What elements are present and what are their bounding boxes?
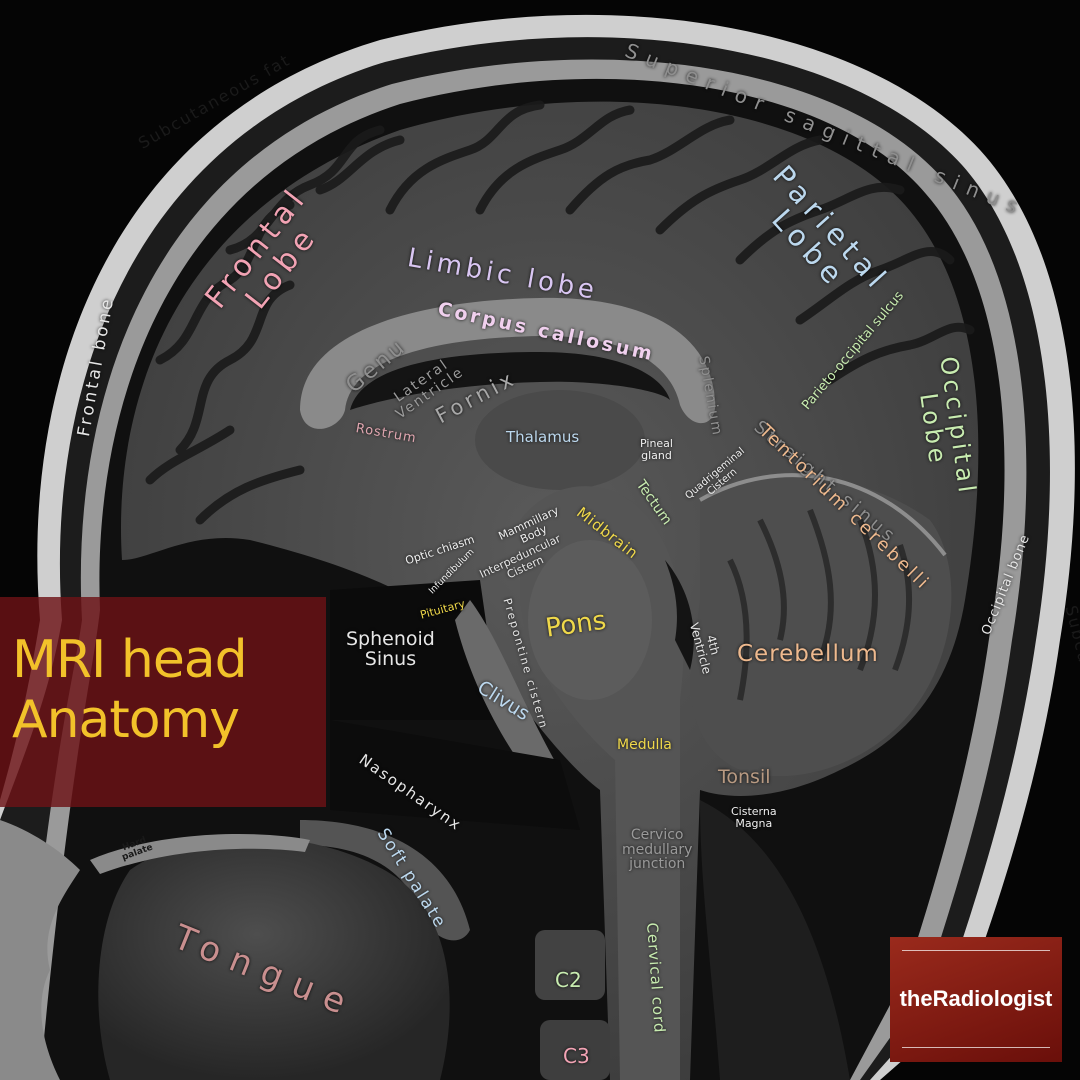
label-sphenoid-sinus: Sphenoid Sinus: [346, 628, 435, 670]
soft-palate-shape: [300, 820, 470, 941]
figure-title: MRI head Anatomy: [12, 630, 332, 750]
label-c3: C3: [563, 1044, 590, 1068]
label-pineal-gland: Pineal gland: [640, 437, 673, 462]
cerebellum-shape: [690, 475, 952, 777]
label-tonsil: Tonsil: [718, 766, 771, 788]
title-line-2: Anatomy: [12, 690, 240, 750]
label-cisterna-magna: Cisterna Magna: [731, 805, 777, 830]
label-thalamus: Thalamus: [506, 428, 580, 446]
label-cerebellum: Cerebellum: [737, 641, 879, 667]
label-medulla: Medulla: [617, 737, 672, 753]
corpus-callosum-shape: [300, 297, 716, 429]
title-line-1: MRI head: [12, 630, 248, 690]
brand-text: theRadiologist: [899, 986, 1053, 1011]
label-cervico-medullary-junction: Cervico medullary junction: [622, 827, 693, 873]
brand-logo: theRadiologist: [890, 937, 1062, 1062]
tongue-shape: [98, 837, 450, 1080]
brand-rule-top: [902, 950, 1050, 951]
label-c2: C2: [555, 968, 582, 992]
brand-rule-bottom: [902, 1047, 1050, 1048]
title-box: [0, 597, 326, 807]
